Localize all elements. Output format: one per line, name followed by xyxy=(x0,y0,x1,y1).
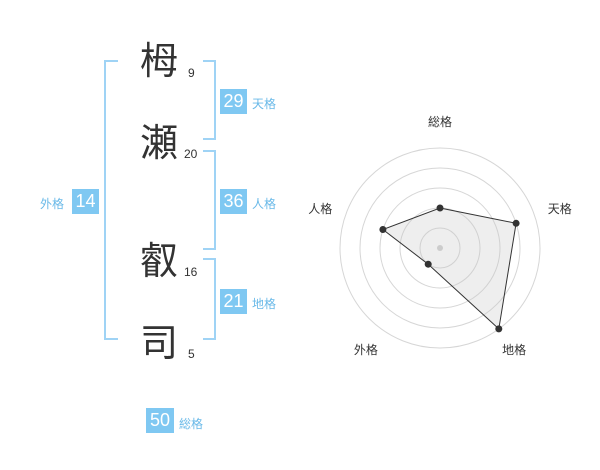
radar-axis-label-1: 総格 xyxy=(428,114,452,129)
tenkaku-badge: 29 xyxy=(220,89,247,114)
name-char-3: 叡 xyxy=(140,239,179,283)
chikaku-bracket xyxy=(203,258,216,340)
stroke-count-2: 20 xyxy=(184,147,198,161)
soukaku-label: 総格 xyxy=(179,417,204,431)
radar-grid-ring xyxy=(419,227,461,269)
radar-axis-label-4: 外格 xyxy=(354,342,378,357)
name-char-2: 瀬 xyxy=(140,121,179,165)
jinkaku-badge: 36 xyxy=(220,189,247,214)
name-char-4: 司 xyxy=(140,321,179,365)
radar-point-1 xyxy=(436,204,444,212)
stroke-count-3: 16 xyxy=(184,265,198,279)
radar-grid-ring xyxy=(359,167,521,329)
chikaku-badge: 21 xyxy=(220,289,247,314)
radar-point-5 xyxy=(379,226,387,233)
radar-axis-label-2: 天格 xyxy=(548,201,572,216)
jinkaku-bracket xyxy=(203,150,216,250)
radar-point-4 xyxy=(424,260,432,268)
tenkaku-label: 天格 xyxy=(252,97,277,111)
jinkaku-label: 人格 xyxy=(252,197,277,211)
radar-axis-label-3: 地格 xyxy=(502,342,526,357)
gaikaku-bracket xyxy=(104,60,118,340)
radar-axis-label-5: 人格 xyxy=(308,201,332,216)
chikaku-label: 地格 xyxy=(252,297,277,311)
stroke-count-1: 9 xyxy=(188,66,195,80)
gaikaku-badge: 14 xyxy=(72,189,99,214)
gaikaku-label: 外格 xyxy=(40,197,65,211)
radar-grid-ring xyxy=(339,147,541,349)
radar-grid-ring xyxy=(379,187,501,309)
radar-point-3 xyxy=(495,325,503,333)
stroke-count-4: 5 xyxy=(188,347,195,361)
tenkaku-bracket xyxy=(203,60,216,140)
soukaku-badge: 50 xyxy=(146,408,174,433)
name-char-1: 栂 xyxy=(140,39,179,83)
radar-center-dot xyxy=(437,245,443,251)
radar-point-2 xyxy=(512,219,520,227)
radar-series-area xyxy=(381,207,517,330)
